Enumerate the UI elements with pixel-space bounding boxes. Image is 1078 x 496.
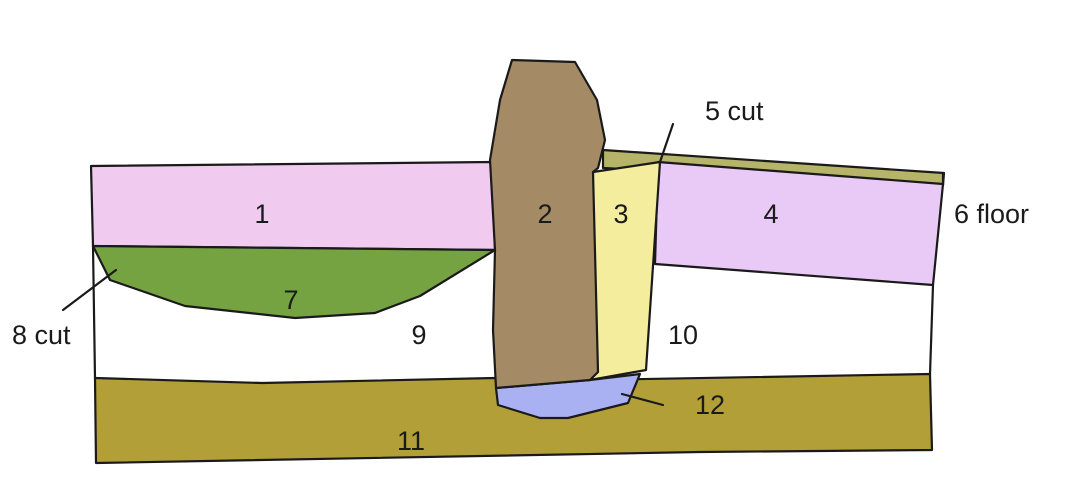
label-4: 4 xyxy=(763,199,778,229)
section-left-edge xyxy=(91,244,97,380)
label-5-cut: 5 cut xyxy=(705,96,764,126)
layer-4 xyxy=(653,160,945,287)
leader-8-cut xyxy=(61,268,118,312)
label-3: 3 xyxy=(613,199,628,229)
label-8-cut: 8 cut xyxy=(12,320,71,350)
label-11: 11 xyxy=(397,426,425,456)
label-6-floor: 6 floor xyxy=(954,199,1029,229)
layer-2 xyxy=(488,58,607,390)
label-10: 10 xyxy=(668,320,698,350)
label-12: 12 xyxy=(695,390,725,420)
label-9: 9 xyxy=(411,320,426,350)
label-1: 1 xyxy=(254,199,269,229)
layer-7 xyxy=(91,244,497,320)
label-2: 2 xyxy=(537,199,552,229)
section-right-edge xyxy=(928,283,935,376)
layer-3 xyxy=(588,160,662,382)
layer-1 xyxy=(89,160,497,252)
label-7: 7 xyxy=(283,285,298,315)
leader-12 xyxy=(620,392,665,407)
leader-5-cut xyxy=(658,122,675,164)
